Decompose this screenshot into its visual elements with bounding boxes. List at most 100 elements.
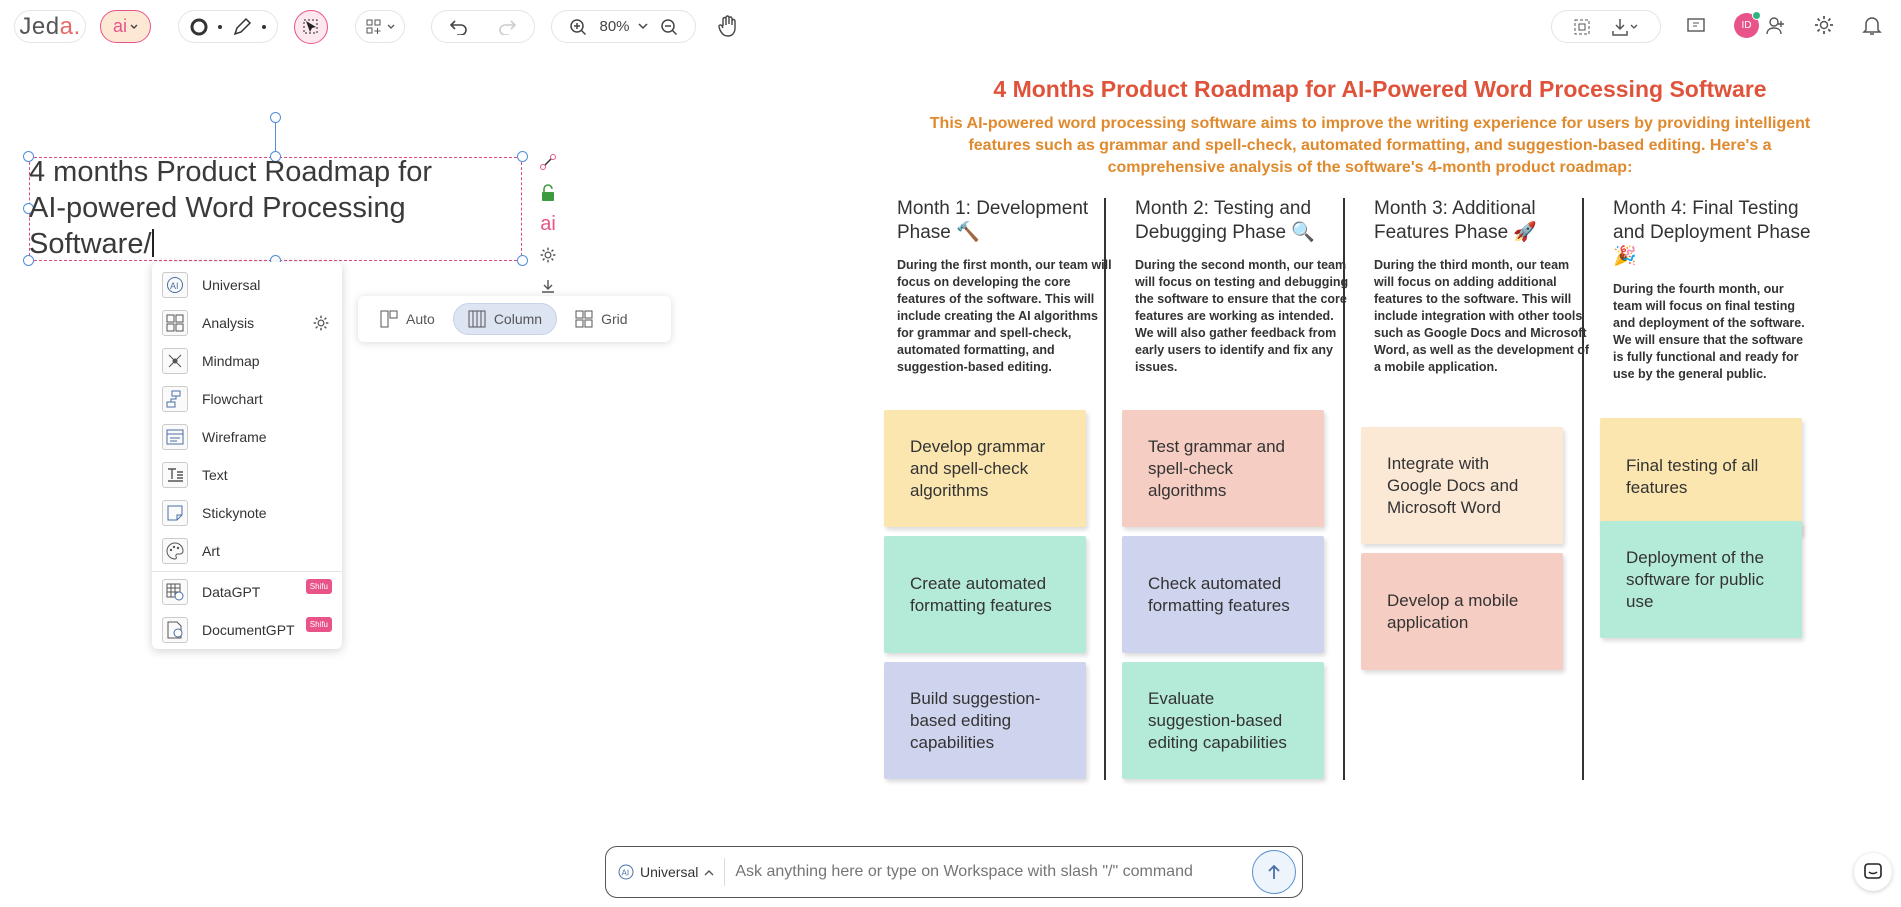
zoom-group: 80% [551,10,696,43]
send-button[interactable] [1252,850,1296,894]
drawing-tools-group [178,10,278,43]
lock-icon[interactable] [538,183,558,203]
analysis-icon [162,310,188,336]
download-icon[interactable] [1611,17,1639,37]
ai-toggle-button[interactable]: ai [100,10,151,43]
layout-auto-button[interactable]: Auto [366,303,449,335]
logo-group[interactable]: Jeda. [14,10,86,43]
chat-mode-selector[interactable]: AI Universal [618,858,726,886]
sticky-note[interactable]: Evaluate suggestion-based editing capabi… [1122,662,1324,779]
layout-column-button[interactable]: Column [452,303,558,335]
universal-icon: AI [162,272,188,298]
shifu-badge: Shifu [305,617,332,632]
gear-icon[interactable] [538,245,558,265]
sticky-note[interactable]: Develop grammar and spell-check algorith… [884,410,1086,527]
roadmap-column-month3[interactable]: Month 3: Additional Features Phase 🚀 Dur… [1374,197,1592,376]
column-divider [1582,198,1584,780]
resize-handle-br[interactable] [517,255,528,266]
roadmap-column-month2[interactable]: Month 2: Testing and Debugging Phase 🔍 D… [1135,197,1353,376]
rotate-handle[interactable] [270,112,281,123]
menu-item-stickynote[interactable]: Stickynote [152,494,342,532]
column-heading: Month 3: Additional Features Phase 🚀 [1374,198,1538,243]
resize-handle-bl[interactable] [23,255,34,266]
history-group [431,10,535,43]
sticky-note[interactable]: Create automated formatting features [884,536,1086,653]
user-avatar[interactable]: ID [1734,11,1761,38]
screenshot-icon[interactable] [1573,18,1591,36]
svg-text:AI: AI [170,281,179,291]
sticky-note[interactable]: Integrate with Google Docs and Microsoft… [1361,427,1563,544]
sticky-note[interactable]: Develop a mobile application [1361,553,1563,670]
ai-icon[interactable]: ai [540,213,556,235]
menu-item-label: Text [202,467,228,483]
chevron-down-icon [130,24,138,30]
text-line: 4 months Product Roadmap for [29,156,432,188]
column-description: During the second month, our team will f… [1135,258,1349,374]
datagpt-icon [162,579,188,605]
menu-item-flowchart[interactable]: Flowchart [152,380,342,418]
menu-item-label: DocumentGPT [202,622,295,638]
layout-options-bar: Auto Column Grid [358,296,671,342]
universal-icon: AI [618,864,634,880]
menu-item-wireframe[interactable]: Wireframe [152,418,342,456]
resize-handle-ml[interactable] [23,203,34,214]
pen-icon[interactable] [232,17,252,37]
sticky-note[interactable]: Final testing of all features [1600,418,1802,535]
sticky-note[interactable]: Deployment of the software for public us… [1600,521,1802,638]
notification-bell-icon[interactable] [1860,13,1884,37]
menu-item-label: Universal [202,277,261,293]
sticky-note[interactable]: Build suggestion-based editing capabilit… [884,662,1086,779]
gear-icon[interactable] [312,314,330,332]
zoom-in-icon[interactable] [569,18,587,36]
zoom-level[interactable]: 80% [599,18,630,35]
menu-item-datagpt[interactable]: DataGPT Shifu [152,573,342,611]
undo-icon[interactable] [449,19,469,35]
menu-item-documentgpt[interactable]: DocumentGPT Shifu [152,611,342,649]
select-tool-button[interactable] [294,10,328,44]
column-divider [1343,198,1345,780]
support-chat-button[interactable] [1854,853,1892,891]
resize-handle-tr[interactable] [517,151,528,162]
ai-label: ai [112,16,127,36]
menu-item-text[interactable]: Text [152,456,342,494]
user-initials: ID [1741,20,1752,31]
layout-grid-button[interactable]: Grid [561,303,641,335]
layout-column-label: Column [493,311,543,327]
text-cursor [151,229,154,257]
settings-gear-icon[interactable] [1812,13,1836,37]
shape-circle-icon[interactable] [190,18,208,36]
hand-pan-icon[interactable] [716,14,740,38]
column-description: During the first month, our team will fo… [897,258,1112,374]
templates-group[interactable] [355,10,405,43]
menu-item-label: Stickynote [202,505,267,521]
sticky-note[interactable]: Test grammar and spell-check algorithms [1122,410,1324,527]
resize-handle-tl[interactable] [23,151,34,162]
resize-handle-tm[interactable] [270,151,281,162]
download-icon[interactable] [538,276,558,296]
chevron-down-icon[interactable] [637,23,648,30]
roadmap-title[interactable]: 4 Months Product Roadmap for AI-Powered … [993,76,1767,102]
menu-item-analysis[interactable]: Analysis [152,304,342,342]
canvas-text-content[interactable]: 4 months Product Roadmap for AI-powered … [29,154,529,262]
menu-item-mindmap[interactable]: Mindmap [152,342,342,380]
layout-grid-label: Grid [601,311,628,327]
redo-icon[interactable] [497,19,517,35]
column-layout-icon [468,310,486,328]
zoom-out-icon[interactable] [660,18,678,36]
ai-chat-bar: AI Universal [605,846,1303,898]
add-user-icon[interactable] [1764,14,1788,38]
menu-item-universal[interactable]: AI Universal [152,266,342,304]
roadmap-column-month4[interactable]: Month 4: Final Testing and Deployment Ph… [1613,197,1815,383]
chevron-up-icon [704,869,714,876]
sticky-note[interactable]: Check automated formatting features [1122,536,1324,653]
roadmap-column-month1[interactable]: Month 1: Development Phase 🔨 During the … [897,197,1115,376]
present-icon[interactable] [1684,14,1708,38]
menu-item-label: Flowchart [202,391,263,407]
connector-icon[interactable] [538,152,558,172]
text-line: Software/ [29,228,154,260]
column-description: During the fourth month, our team will f… [1613,282,1805,381]
chat-input[interactable] [725,863,1252,881]
roadmap-subtitle[interactable]: This AI-powered word processing software… [929,115,1811,176]
art-palette-icon [162,538,188,564]
menu-item-art[interactable]: Art [152,532,342,570]
